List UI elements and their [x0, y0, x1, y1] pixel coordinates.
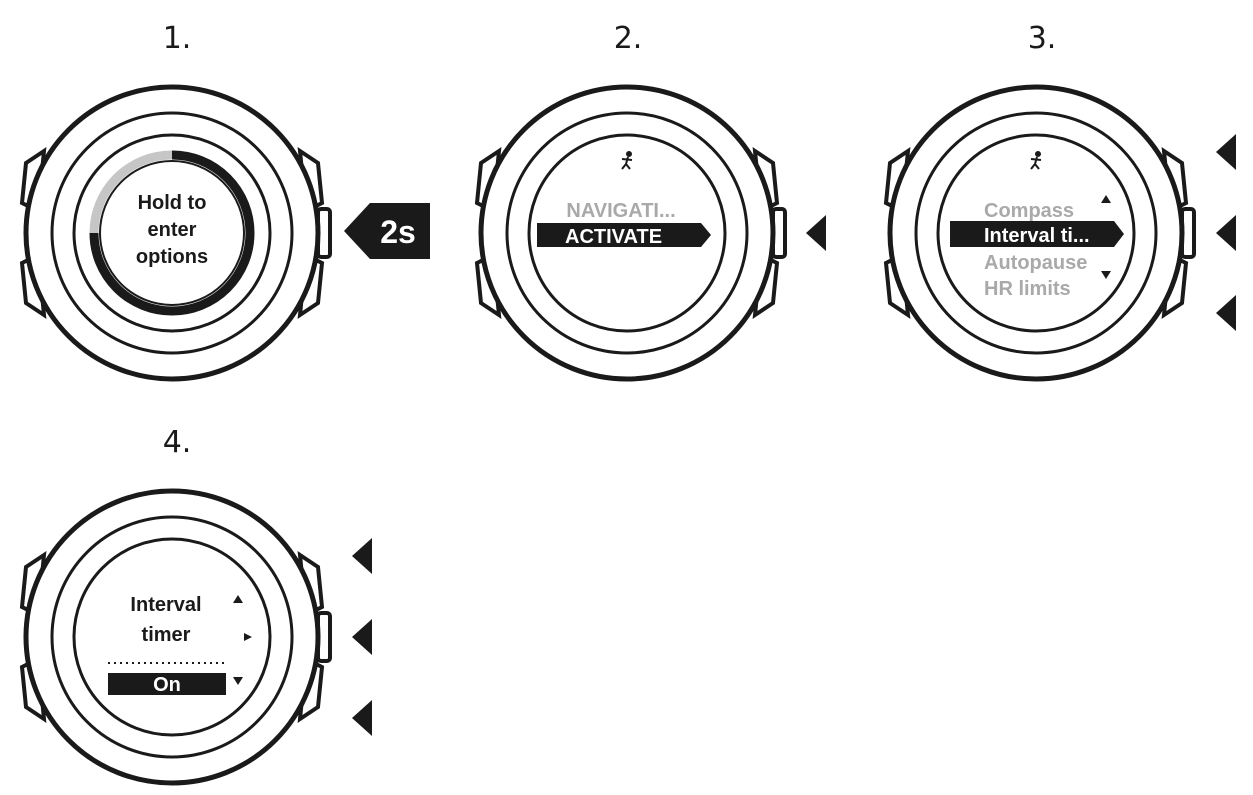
step-number-4: 4.	[163, 425, 192, 460]
hold-duration-badge: 2s	[344, 203, 430, 259]
menu-selected-bar	[950, 221, 1124, 247]
menu-item-selected: ACTIVATE	[565, 226, 662, 248]
triangle-arrow-left-icon	[1216, 295, 1236, 331]
menu-item-above: Compass	[984, 200, 1074, 222]
hold-progress-fill	[89, 150, 255, 316]
triangle-down-icon	[1101, 271, 1111, 279]
watch-2: NAVIGATI... ACTIVATE	[477, 87, 785, 379]
screen-text-line-2: enter	[148, 219, 197, 241]
screen-text-line-1: Hold to	[138, 192, 207, 214]
triangle-arrow-left-icon	[352, 700, 372, 736]
triangle-arrow-left-icon	[806, 215, 826, 251]
watch-3: Compass Interval ti... Autopause HR limi…	[886, 87, 1194, 379]
menu-selected-bar	[537, 223, 711, 247]
setting-name-line-1: Interval	[130, 594, 201, 616]
step-4: 4. Interval timer On	[22, 425, 372, 783]
running-figure-icon	[1030, 151, 1042, 170]
triangle-arrow-left-icon	[1216, 215, 1236, 251]
step-number-3: 3.	[1028, 21, 1057, 56]
menu-item-selected: Interval ti...	[984, 225, 1090, 247]
triangle-arrow-left-icon	[352, 538, 372, 574]
menu-item-below-2: HR limits	[984, 278, 1071, 300]
screen-text-line-3: options	[136, 246, 208, 268]
step-number-2: 2.	[614, 21, 643, 56]
step-1: 1. Hold to enter options 2s	[22, 21, 430, 379]
hold-duration-label: 2s	[380, 214, 416, 250]
setting-name-line-2: timer	[142, 624, 191, 646]
watch-1: Hold to enter options	[22, 87, 330, 379]
value-selected-bar	[108, 673, 226, 695]
running-figure-icon	[621, 151, 633, 170]
step-3: 3. Compass Interval ti... Autopause HR l…	[886, 21, 1236, 379]
triangle-up-icon	[233, 595, 243, 603]
step-number-1: 1.	[163, 21, 192, 56]
watch-4: Interval timer On	[22, 491, 330, 783]
triangle-up-icon	[1101, 195, 1111, 203]
menu-item-above: NAVIGATI...	[566, 200, 675, 222]
triangle-right-icon	[244, 633, 252, 641]
triangle-arrow-left-icon	[352, 619, 372, 655]
menu-item-below-1: Autopause	[984, 252, 1087, 274]
triangle-arrow-left-icon	[1216, 134, 1236, 170]
setting-value: On	[153, 674, 181, 696]
triangle-down-icon	[233, 677, 243, 685]
step-2: 2. NAVIGATI... ACTIVATE	[477, 21, 826, 379]
